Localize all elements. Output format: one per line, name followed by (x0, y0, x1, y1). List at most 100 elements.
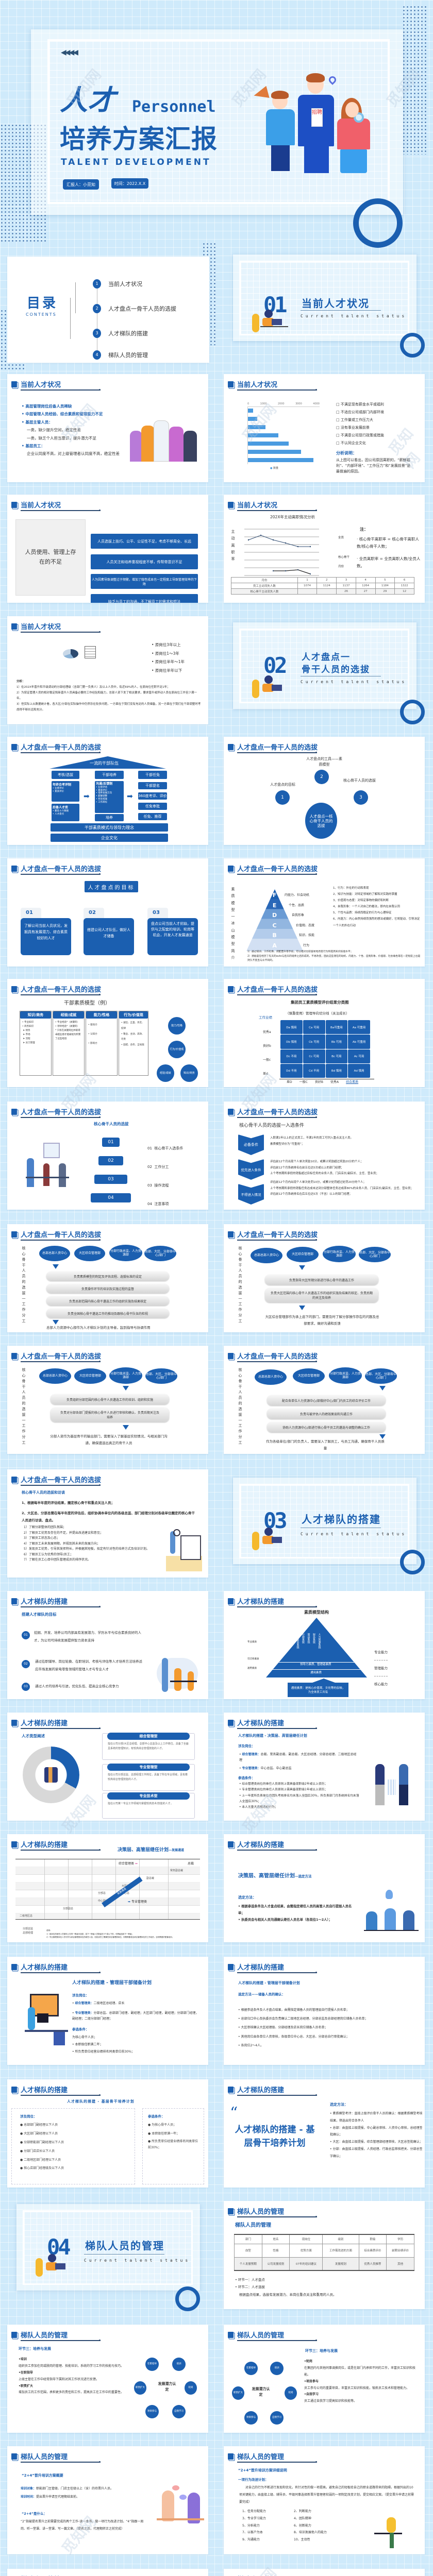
slide-mgt-1[interactable]: 梯队人员的管理 梯队人员的管理 部门姓名现岗位级别职级学历 血型性格优势方面工作… (224, 2201, 425, 2309)
slide-ladder-2[interactable]: 人才梯队的搭建 素质模型结构 战略业务系统行政系统营运系统财务系统人力资源系统 … (224, 1591, 425, 1699)
computer-desk-illustration (25, 1994, 68, 2045)
slide-division-b[interactable]: 人才盘点一骨干人员的选拔 核心骨干人员的选拔一工作分工 总部总部人资中心 大区综… (224, 1224, 425, 1332)
slide-header-icon (11, 381, 17, 387)
block: 360度考评、评价 (138, 792, 167, 800)
slide-title: 人才盘点一骨干人员的选拔 (237, 866, 318, 873)
condition-chevron: 不得进入情况 (238, 1184, 264, 1205)
slide-ladder-7[interactable]: 人才梯队的搭建 人才梯队的搭建 - 管理层干部储备计划 涉及岗位： • 综合管理… (7, 1957, 208, 2065)
step-03[interactable]: 03 (94, 1175, 127, 1184)
slide-mgt-7[interactable]: 梯队人员的管理 “2+4”晋升培训方案详细说明 听一堂课： 管理者需要不断提高，… (224, 2569, 425, 2576)
slide-ladder-5[interactable]: 人才梯队的搭建 决策层、高管层继任计划—发展通道 综合管理类 ⬅ 总裁 常务副总… (7, 1834, 208, 1942)
ring-decoration (400, 1550, 425, 1574)
cover-dots-right (402, 5, 428, 155)
slide-title: 人才盘点一骨干人员的选拔 (237, 1353, 318, 1361)
step-01[interactable]: 01 (102, 1138, 120, 1147)
slide-section-02[interactable]: 02 人才盘点一 骨干人员的选拔 Current talent status (224, 614, 425, 724)
slide-header-icon (11, 2453, 17, 2460)
slide-header-icon (11, 1476, 17, 1483)
slide-current-3[interactable]: 当前人才状况 人员使用、管理上存在的不足 人员选拔上技巧、公平、公证性不足，考虑… (7, 495, 208, 603)
center-node[interactable]: 人才盘点一核心骨干人员的选拔 (305, 803, 337, 839)
arrow-down-icon (299, 1306, 305, 1310)
slide-ladder-1[interactable]: 人才梯队的搭建 搭建人才梯队的目标 01 挖掘、开发、培养公司内部具有发展潜力、… (7, 1591, 208, 1699)
slide-title: 人才梯队的搭建 (237, 1598, 285, 1606)
slide-selection-1[interactable]: 人才盘点一骨干人员的选拔 一流的干部队伍 考核/选拔 干部培养 干部任免 年终合… (7, 737, 208, 845)
hex-node: 项目参与 (145, 2405, 159, 2418)
slide-selection-3[interactable]: 人才盘点一骨干人员的选拔 人才盘点的目标 01 了解公司当前人员状况，发掘具有发… (7, 858, 208, 967)
slide-title: 梯队人员的管理 (21, 2574, 68, 2576)
step-02[interactable]: 02 (98, 1156, 123, 1165)
slide-mgt-5[interactable]: 梯队人员的管理 “2+4”晋升培训方案详细说明 一项行为改进计划： 对自己的行为… (224, 2446, 425, 2554)
duty-pill: 负责素质模型的制定及评估流程、选拔标准的设定 (46, 1272, 169, 1281)
section-heading: 决策层、高管层继任计划—发展通道 (118, 1848, 185, 1853)
title-underline (21, 2340, 101, 2341)
dev-blocks: •轮岗在集团内与其他同事调换岗位，或是在部门内承担不同的工作，丰富员工知识和技能… (304, 2360, 416, 2403)
duty-pill: 负责组织分部范围内核心骨干人员遴选工作的培训、组织和实施 (51, 1394, 169, 1404)
process-list: • 环节一：人才盘点• 环节二：人才选拔根据盘点结果，选拔有发展潜力、本岗位重点… (235, 2278, 337, 2297)
slide-selection-8[interactable]: 人才盘点一骨干人员的选拔 核心骨干人员的选拔一入选条件 必备条件 优先进入条件 … (224, 1101, 425, 1210)
chart-bar (247, 458, 313, 462)
chart-bar (247, 450, 301, 454)
note-2: · 全员离职率 = 全员离职人数/全员人数。 (357, 556, 421, 569)
slide-header-icon (11, 1108, 17, 1115)
slide-division-d[interactable]: 人才盘点一骨干人员的选拔 核心骨干人员的选拔一工作分工 总部总部人资中心 大区综… (224, 1346, 425, 1454)
slide-current-1[interactable]: 当前人才状况 • 高层管理岗位后备人员稀缺 • 中层管理人员经验、综合素质和管理… (7, 374, 208, 482)
slide-title: 人才梯队的搭建 (21, 1598, 68, 1606)
section-title: 梯队人员的管理 (85, 2240, 164, 2252)
analysis-title: 分析说明： (336, 451, 357, 455)
slide-ladder-10[interactable]: 人才梯队的搭建 “ 人才梯队的搭建 - 基层骨干培养计划 选定方法： • 素质模… (224, 2079, 425, 2188)
title-underline (237, 752, 317, 753)
slide-mgt-3[interactable]: 梯队人员的管理 环节三：培养与发展 发展潜力认定 在职指导 培训 职责扩大 轮岗… (224, 2325, 425, 2433)
chat-bubble-icon (172, 2485, 179, 2490)
slide-selection-6[interactable]: 人才盘点一骨干人员的选拔 集团员工素质模型评价结果分类图 （慎重使用）管理导向切… (224, 979, 425, 1087)
slide-title: 人才盘点一骨干人员的选拔 (21, 1231, 102, 1239)
node[interactable]: 3 (354, 790, 368, 805)
slide-section-01[interactable]: 01 当前人才状况 Current talent status (224, 246, 425, 358)
slide-mgt-4[interactable]: 梯队人员的管理 “2+4”晋升培训方案概要 培训对象：职能部门主管级、门店主任级… (7, 2446, 208, 2554)
slide-division-c[interactable]: 人才盘点一骨干人员的选拔 核心骨干人员的选拔一工作分工 总部总部人资中心 大区综… (7, 1346, 208, 1454)
slide-section-04[interactable]: 04 梯队人员的管理 Current talent status (7, 2196, 208, 2311)
slide-selection-7[interactable]: 人才盘点一骨干人员的选拔 核心骨干人员的选拔 01 02 03 04 01 核心… (7, 1101, 208, 1210)
slide-selection-13[interactable]: 人才盘点一骨干人员的选拔 核心骨干人员的选拔和访谈 1、根据每半年度的评估结果，… (7, 1469, 208, 1578)
slide-selection-5[interactable]: 人才盘点一骨干人员的选拔 干部素质模型（例） 知识/商务• 专业知识• 商务知识… (7, 979, 208, 1087)
section-title: 人才盘点一 (302, 652, 351, 663)
slide-ladder-9[interactable]: 人才梯队的搭建 人才梯队的搭建 - 基层骨干培养计划 涉及岗位： ● 总部部门副… (7, 2079, 208, 2188)
slide-mgt-6[interactable]: 梯队人员的管理 三、“2+4”晋升培训方案详细说明 跟一周岗： 在代理期内，各大… (7, 2569, 208, 2576)
what-label: “2+4”是什么： (22, 2512, 47, 2516)
side-vertical-label: 核心骨干人员的选拔一工作分工 (22, 1246, 26, 1323)
title-underline (21, 1606, 101, 1607)
slide-selection-2[interactable]: 人才盘点一骨干人员的选拔 人才盘点的工具——素质模型 2 人才盘点的目标 1 核… (224, 737, 425, 845)
chart-title: 202X年主动离职情况分析 (270, 515, 315, 519)
location-pin-icon (327, 75, 338, 85)
slide-current-5[interactable]: 当前人才状况 • 原岗位3年以上 • 原岗位1～3年 • 原岗位半年～1年 • … (7, 616, 208, 724)
slide-division-a[interactable]: 人才盘点一骨干人员的选拔 核心骨干人员的选拔一工作分工 总部总部人资中心 大区综… (7, 1224, 208, 1332)
section-subtitle: Current talent status (301, 680, 407, 684)
slide-header-icon (228, 743, 234, 750)
node[interactable]: 2 (314, 770, 329, 784)
goal-number: 02 (22, 1660, 30, 1668)
slide-section-03[interactable]: 03 人才梯队的搭建 Current talent status (224, 1469, 425, 1578)
section-heading: 人才类型阐述 (22, 1734, 45, 1738)
y-axis-label: 工作业绩 (259, 1015, 272, 1020)
slide-mgt-2[interactable]: 梯队人员的管理 环节三：培养与发展 •培训组织员工参加在岗或脱岗的管理、技能培训… (7, 2325, 208, 2433)
goal-card: 01 了解公司当前人员状况，发掘具有发展潜力、综合素质较好的人才 (21, 908, 71, 955)
arrow-icon: ➡ (84, 792, 90, 801)
hex-node: 轮岗 (285, 2386, 297, 2400)
model-circle: 行为/价值观 (168, 1041, 186, 1058)
slide-ladder-6[interactable]: 人才梯队的搭建 决策层、高管层继任计划—选定方法 选定方法： • 根据参选条件及… (224, 1834, 425, 1942)
arrow-icon: ➡ (127, 792, 133, 801)
slide-ladder-8[interactable]: 人才梯队的搭建 人才梯队的搭建 - 管理层干部储备计划 选定方法——储备人员的确… (224, 1957, 425, 2065)
slide-ladder-3[interactable]: 人才梯队的搭建 人才类型阐述 综合管理型 指在公司分部/大区总经理、总部中心总监… (7, 1713, 208, 1821)
slide-ladder-4[interactable]: 人才梯队的搭建 人才梯队的搭建 - 决策层、高管层继任计划 涉及岗位： • 综合… (224, 1713, 425, 1821)
node[interactable]: 1 (275, 790, 290, 805)
slide-current-4[interactable]: 当前人才状况 202X年主动离职情况分析 主动离职率 全员 核心骨干 月份 注：… (224, 495, 425, 603)
highfive-illustration (373, 1754, 414, 1805)
contents-subtitle: CONTENTS (26, 312, 57, 317)
step-04[interactable]: 04 (91, 1193, 131, 1202)
